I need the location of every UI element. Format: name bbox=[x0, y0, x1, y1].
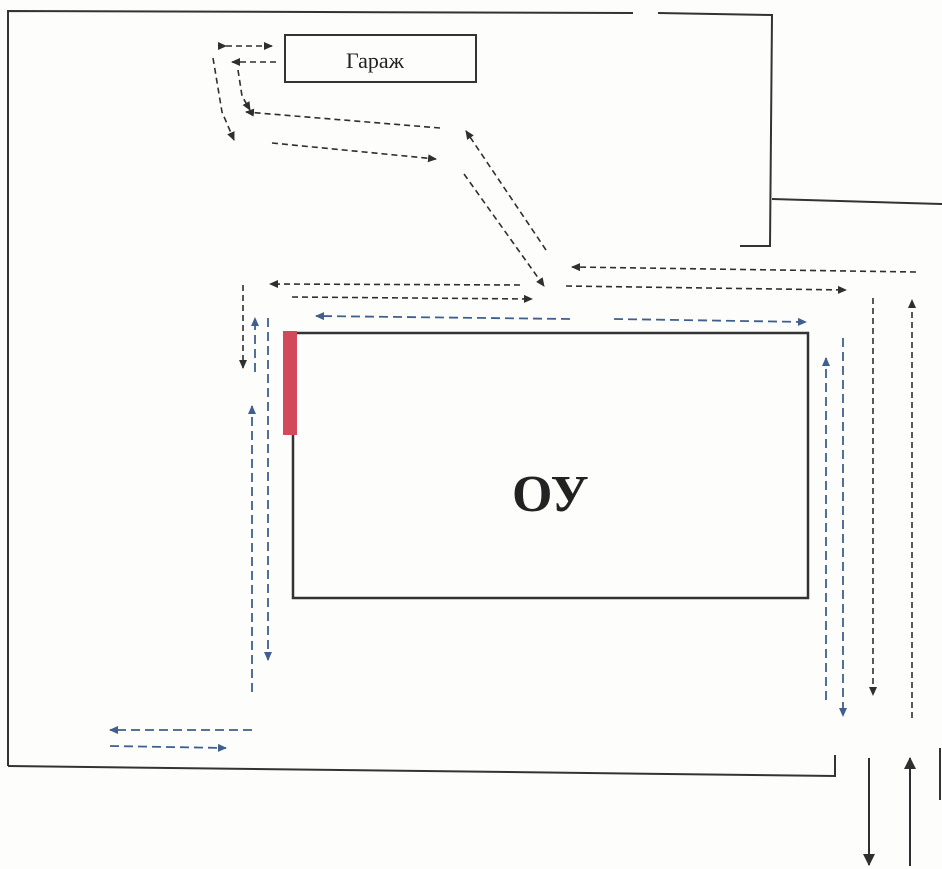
exit-road-arrows bbox=[863, 757, 916, 866]
vehicle-route-turn-left bbox=[212, 57, 235, 141]
vehicle-route-top-right bbox=[291, 294, 533, 303]
vehicle-route-road-out bbox=[565, 285, 847, 294]
pedestrian-routes bbox=[109, 312, 847, 752]
vehicle-route-top-left bbox=[269, 280, 521, 289]
vehicle-route-diagonal-up bbox=[465, 130, 547, 251]
pedestrian-route-top-left bbox=[315, 312, 571, 321]
boundary-right-road-edge bbox=[771, 198, 942, 205]
school-building bbox=[291, 331, 810, 600]
vehicle-route-road-in bbox=[571, 263, 917, 273]
territory-boundary bbox=[7, 9, 942, 800]
boundary-top-left bbox=[7, 9, 634, 766]
vehicle-route-upper-return bbox=[245, 108, 441, 129]
garage-label: Гараж bbox=[346, 48, 404, 73]
vehicle-routes bbox=[212, 42, 917, 718]
vehicle-route-upper-go bbox=[271, 142, 437, 163]
pedestrian-route-bottom-right bbox=[109, 743, 227, 752]
boundary-top-right bbox=[657, 12, 774, 247]
vehicle-route-diagonal-down bbox=[463, 173, 545, 287]
entrance-marker bbox=[283, 331, 297, 435]
school-label: ОУ bbox=[512, 466, 590, 523]
vehicle-route-turn-right bbox=[237, 69, 251, 111]
boundary-bottom bbox=[7, 755, 836, 778]
garage-building bbox=[284, 34, 477, 83]
pedestrian-route-top-right bbox=[613, 317, 807, 326]
